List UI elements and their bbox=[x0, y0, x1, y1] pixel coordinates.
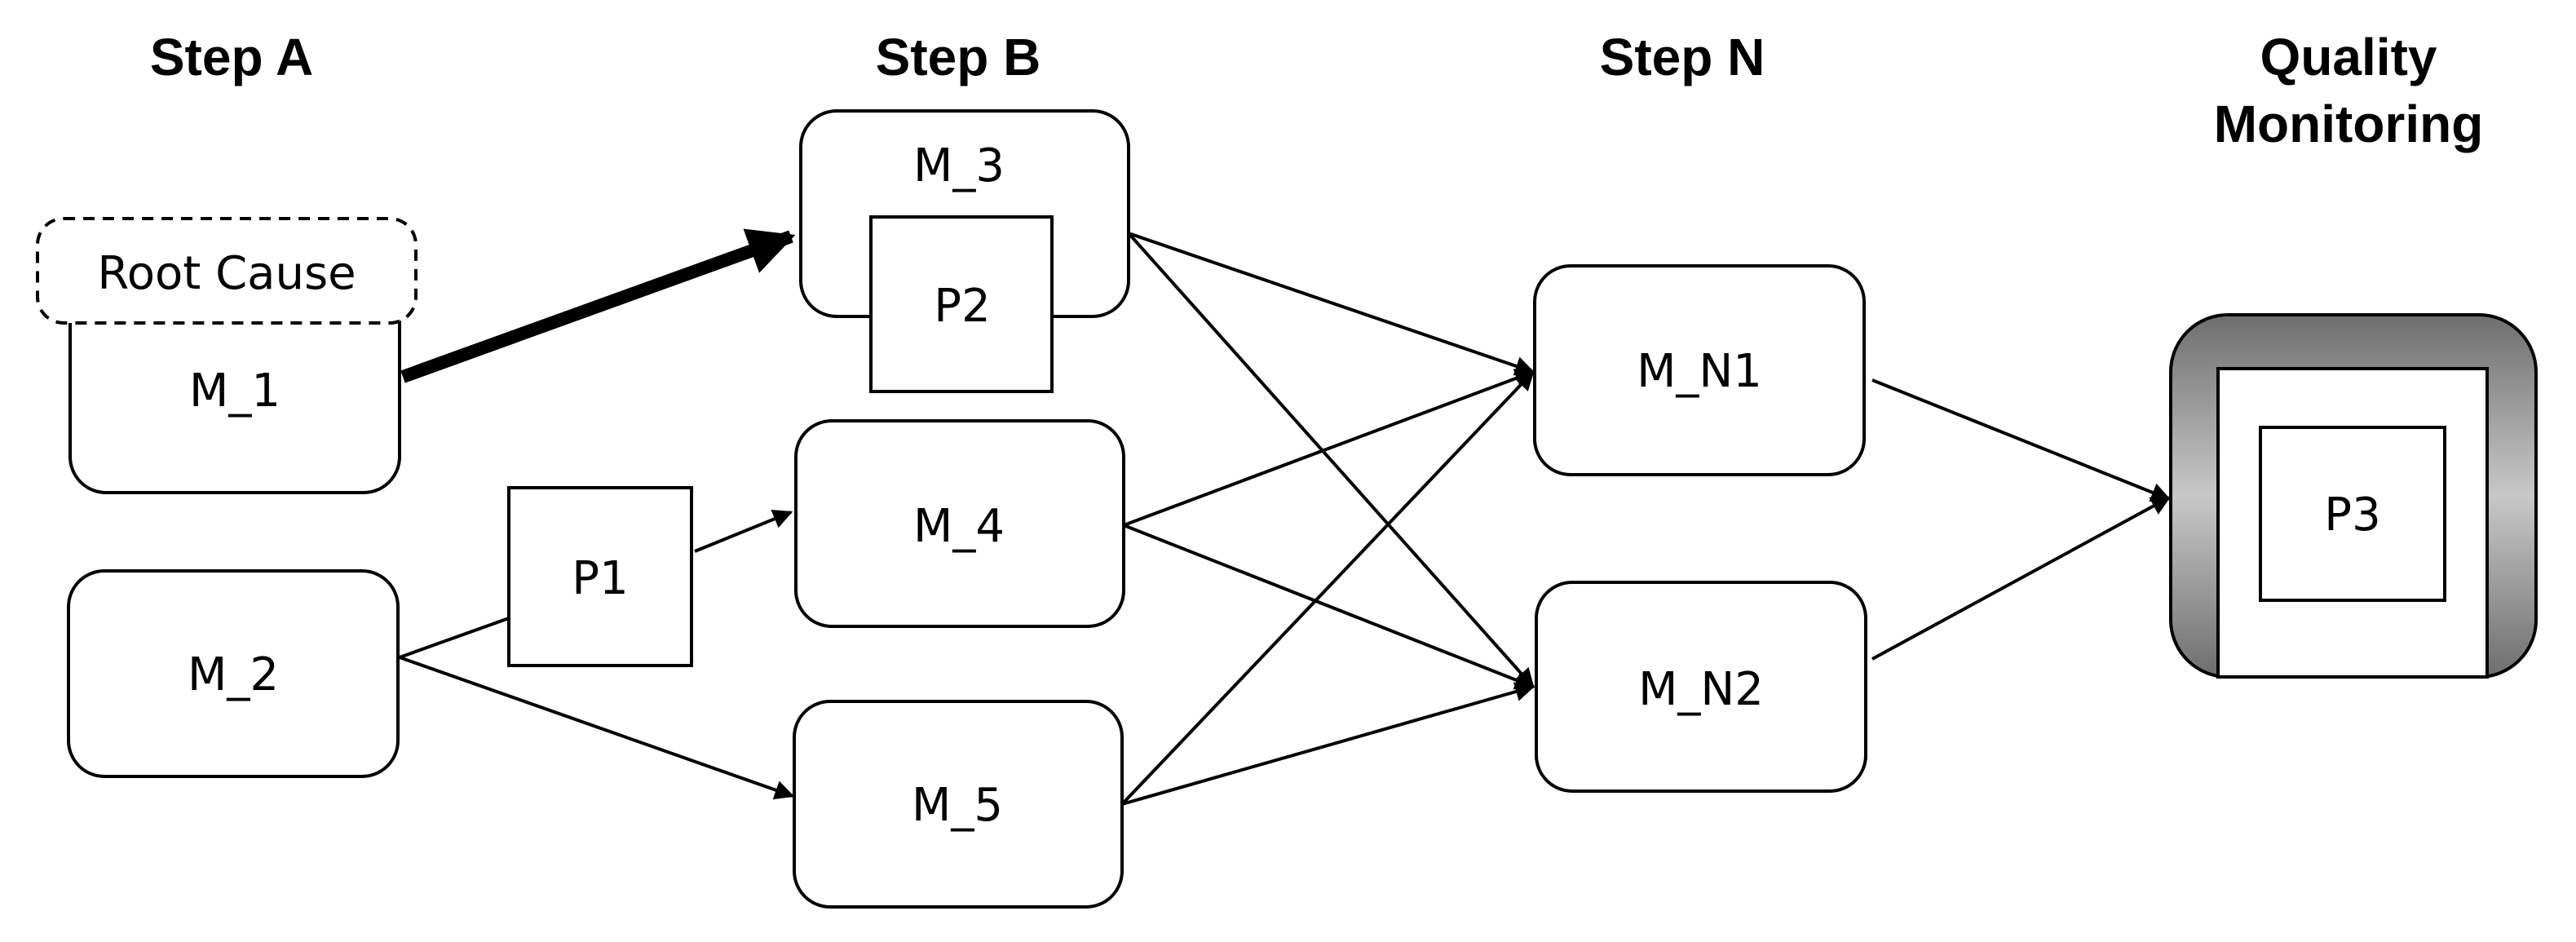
header-quality-line1: Quality bbox=[2260, 28, 2437, 86]
root-cause-label: Root Cause bbox=[97, 247, 356, 300]
root-cause-tag bbox=[36, 217, 418, 325]
edge-m1-m3 bbox=[400, 228, 796, 383]
machine-m2-label: M_2 bbox=[188, 648, 279, 701]
product-p1 bbox=[507, 486, 693, 667]
product-p3 bbox=[2259, 426, 2446, 602]
machine-m5-label: M_5 bbox=[912, 779, 1003, 832]
machine-mn1 bbox=[1533, 264, 1866, 476]
edge-m5-mn1 bbox=[1120, 370, 1535, 806]
header-step-b: Step B bbox=[876, 28, 1041, 86]
product-p1-label: P1 bbox=[572, 552, 628, 605]
machine-m2 bbox=[67, 569, 400, 778]
edge-mn1-quality bbox=[1871, 378, 2172, 502]
machine-m4 bbox=[794, 419, 1125, 628]
machine-mn2-label: M_N2 bbox=[1638, 663, 1764, 716]
edge-m4-mn1 bbox=[1123, 369, 1535, 527]
machine-mn1-label: M_N1 bbox=[1637, 345, 1762, 398]
edge-mn2-quality bbox=[1871, 496, 2172, 661]
edge-m4-mn2 bbox=[1123, 524, 1535, 690]
edge-m5-mn2 bbox=[1121, 682, 1535, 806]
machine-mn2 bbox=[1535, 581, 1867, 793]
header-step-a: Step A bbox=[150, 28, 313, 86]
header-quality-line2: Monitoring bbox=[2214, 95, 2484, 153]
machine-m3-label: M_3 bbox=[913, 139, 1005, 192]
product-p2-label: P2 bbox=[934, 280, 990, 333]
edge-m2-m5 bbox=[399, 656, 795, 800]
product-p3-label: P3 bbox=[2324, 489, 2380, 542]
machine-m1-label: M_1 bbox=[189, 365, 281, 418]
header-step-n: Step N bbox=[1600, 28, 1765, 86]
edge-m3-mn1 bbox=[1128, 232, 1535, 376]
edge-m3-mn2 bbox=[1127, 232, 1535, 688]
machine-m4-label: M_4 bbox=[913, 500, 1005, 553]
product-p2 bbox=[869, 215, 1054, 393]
edge-p1-m4 bbox=[694, 510, 793, 553]
edge-m2-p1 bbox=[399, 617, 510, 659]
machine-m5 bbox=[793, 700, 1124, 909]
